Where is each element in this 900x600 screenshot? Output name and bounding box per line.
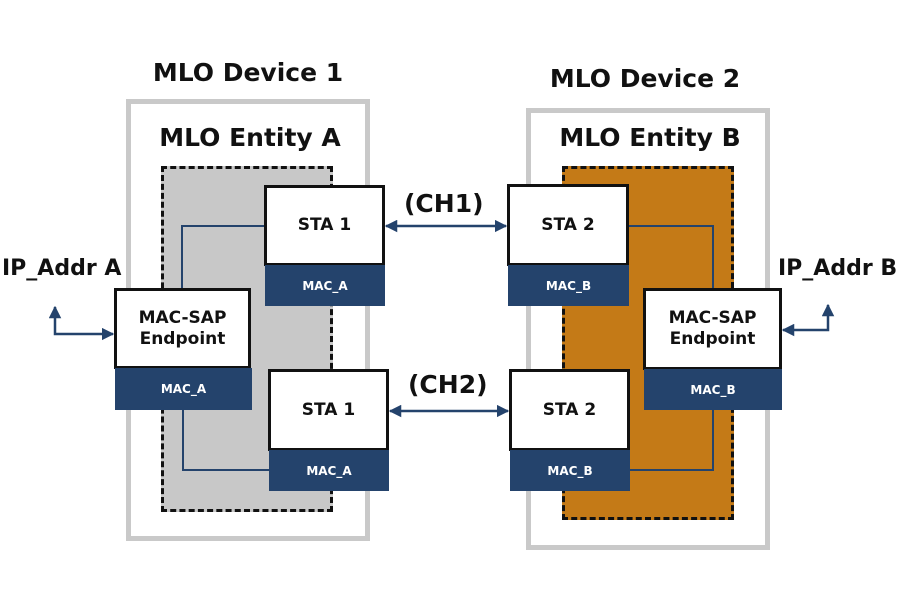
sta2-top-label: STA 2 — [541, 214, 595, 235]
ch1-label: (CH1) — [404, 189, 484, 218]
mac-sap-a-label-1: MAC-SAP — [138, 307, 227, 328]
sta2-top-box[interactable]: STA 2 — [507, 184, 629, 266]
sta1-top-mac: MAC_A — [265, 265, 385, 306]
entity-a-title: MLO Entity A — [159, 123, 341, 152]
sta2-bottom-label: STA 2 — [542, 399, 597, 420]
wire-sap-b-to-sta2-bottom — [629, 410, 714, 471]
wire-sap-a-to-sta1-bottom — [182, 410, 269, 471]
ip-addr-a-label: IP_Addr A — [2, 256, 122, 281]
wire-sap-b-to-sta2-top — [628, 225, 714, 289]
sta1-bottom-mac: MAC_A — [269, 450, 389, 491]
sta2-bottom-mac: MAC_B — [510, 450, 630, 491]
mac-sap-b-mac: MAC_B — [644, 369, 782, 410]
sta1-top-box[interactable]: STA 1 — [264, 185, 385, 266]
ch2-label: (CH2) — [408, 370, 488, 399]
sta2-bottom-box[interactable]: STA 2 — [509, 369, 630, 451]
device-1-title: MLO Device 1 — [152, 58, 344, 87]
mac-sap-b-box[interactable]: MAC-SAP Endpoint — [643, 288, 782, 370]
mac-sap-a-label-2: Endpoint — [139, 328, 226, 349]
wire-sap-a-to-sta1-top — [181, 225, 264, 290]
sta2-top-mac: MAC_B — [508, 265, 629, 306]
ip-addr-b-label: IP_Addr B — [778, 256, 898, 281]
mac-sap-b-label-1: MAC-SAP — [668, 308, 757, 328]
entity-b-title: MLO Entity B — [559, 123, 741, 152]
mac-sap-a-mac: MAC_A — [115, 368, 252, 410]
sta1-bottom-label: STA 1 — [301, 399, 356, 420]
ip-a-arrow — [48, 305, 115, 341]
sta1-top-label: STA 1 — [297, 215, 352, 235]
ip-b-arrow — [781, 303, 835, 337]
device-2-title: MLO Device 2 — [549, 64, 741, 93]
mac-sap-a-box[interactable]: MAC-SAP Endpoint — [114, 288, 251, 369]
mac-sap-b-label-2: Endpoint — [669, 329, 756, 349]
sta1-bottom-box[interactable]: STA 1 — [268, 369, 389, 451]
